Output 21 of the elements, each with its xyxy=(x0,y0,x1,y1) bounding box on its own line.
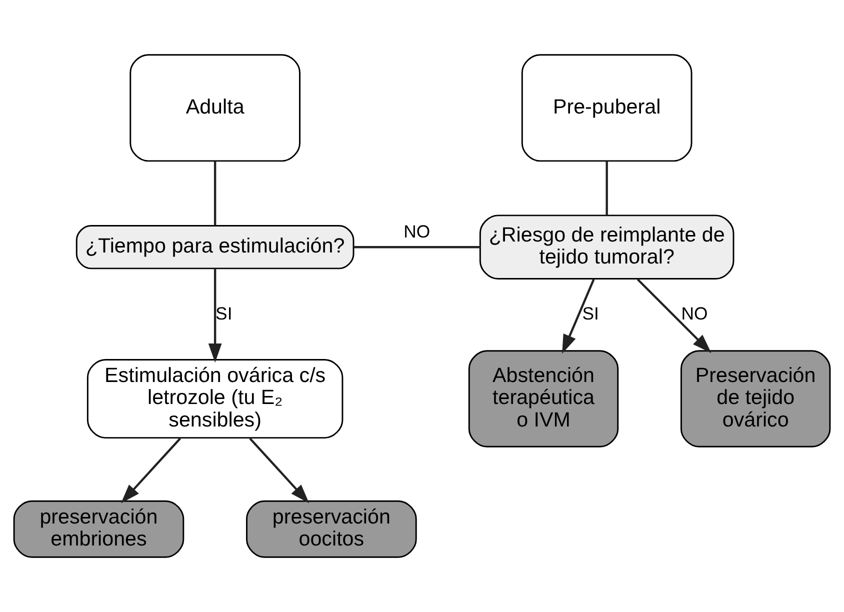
node-box: ¿Riesgo de reimplante de tejido tumoral? xyxy=(479,214,734,280)
node-box: Pre-puberal xyxy=(521,54,692,162)
arrow xyxy=(562,278,595,354)
connector xyxy=(354,246,480,248)
node-box: ¿Tiempo para estimulación? xyxy=(76,225,354,270)
node-box: Abstención terapéutica o IVM xyxy=(468,350,619,448)
edge-label: SI xyxy=(582,303,599,324)
connector xyxy=(214,161,216,226)
arrow xyxy=(208,268,222,363)
edge-label: NO xyxy=(681,303,708,324)
arrow xyxy=(121,438,181,504)
arrow xyxy=(636,278,712,354)
node-box: Preservación de tejido ovárico xyxy=(680,350,831,448)
node-box: Adulta xyxy=(130,54,300,162)
connector xyxy=(606,161,608,216)
arrow xyxy=(249,438,310,504)
edge-label: SI xyxy=(216,303,232,324)
edge-label: NO xyxy=(404,222,430,242)
node-box: preservación oocitos xyxy=(246,500,417,558)
node-box: Estimulación ovárica c/s letrozole (tu E₂ sensibles) xyxy=(86,359,344,439)
node-box: preservación embriones xyxy=(13,500,184,558)
